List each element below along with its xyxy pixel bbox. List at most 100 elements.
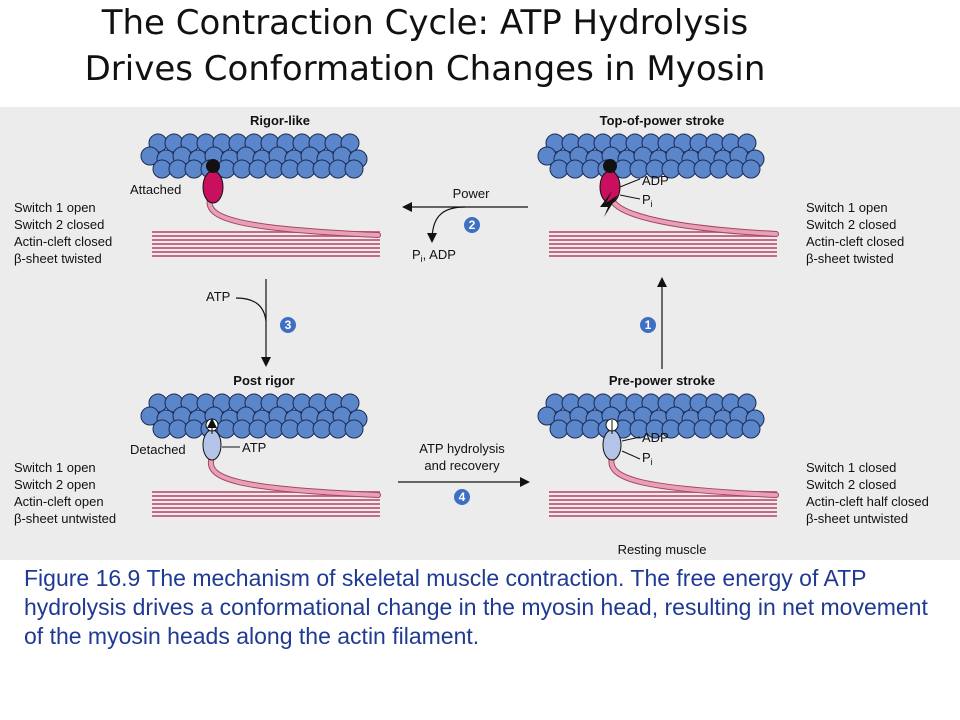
actin-monomer [549, 159, 569, 179]
label-attached: Attached [130, 182, 181, 197]
actin-monomer [168, 159, 188, 179]
actin-monomer [581, 419, 601, 439]
actin-monomer [248, 419, 268, 439]
label-pi-top: Pi [642, 192, 653, 209]
actin-monomer [549, 419, 569, 439]
actin-monomer [344, 159, 364, 179]
myosin-head-post-rigor [202, 429, 222, 461]
label-resting-muscle: Resting muscle [618, 542, 707, 557]
myosin-top-of-power-stroke [599, 159, 779, 237]
thick-filament-strand [152, 243, 380, 245]
step-badge-1: 1 [640, 317, 656, 333]
actin-monomer [725, 419, 745, 439]
actin-monomer [152, 419, 172, 439]
lever-arm-top-of-power-stroke [610, 197, 778, 236]
switch-list-rigor-like: Switch 1 open Switch 2 closed Actin-clef… [14, 200, 112, 266]
svg-text:Switch 1 open: Switch 1 open [14, 460, 96, 475]
myosin-pre-power-stroke [602, 418, 779, 498]
svg-text:Switch 2 closed: Switch 2 closed [14, 217, 104, 232]
thick-filament-strand [152, 495, 380, 497]
thick-filament-strand [549, 499, 777, 501]
svg-text:Switch 1 open: Switch 1 open [806, 200, 888, 215]
actin-monomer [184, 159, 204, 179]
label-pi-pre: Pi [642, 450, 653, 467]
thick-filament-strand [549, 495, 777, 497]
actin-monomer [232, 159, 252, 179]
actin-monomer [264, 159, 284, 179]
binding-site-rigor-like [206, 159, 220, 173]
atp-binding-arrow [235, 279, 271, 367]
actin-monomer [741, 419, 761, 439]
label-detached: Detached [130, 442, 186, 457]
actin-monomer [216, 419, 236, 439]
switch-list-top-of-power-stroke: Switch 1 open Switch 2 closed Actin-clef… [806, 200, 904, 266]
svg-text:Switch 2 open: Switch 2 open [14, 477, 96, 492]
thick-filament-pre-power-stroke [549, 491, 777, 517]
thick-filament-strand [549, 507, 777, 509]
thick-filament-strand [152, 507, 380, 509]
actin-monomer [709, 159, 729, 179]
actin-monomer [581, 159, 601, 179]
thick-filament-strand [152, 247, 380, 249]
actin-filament-pre-power-stroke [537, 393, 765, 439]
label-adp-pre: ADP [642, 430, 669, 445]
thick-filament-strand [549, 247, 777, 249]
svg-text:Actin-cleft open: Actin-cleft open [14, 494, 104, 509]
thick-filament-strand [152, 491, 380, 493]
slide-title-line-1: The Contraction Cycle: ATP Hydrolysis [101, 3, 749, 43]
thick-filament-strand [152, 239, 380, 241]
thick-filament-strand [152, 503, 380, 505]
thick-filament-strand [152, 515, 380, 517]
thick-filament-rigor-like [152, 231, 380, 257]
binding-site-top-of-power-stroke [603, 159, 617, 173]
svg-text:Switch 2 closed: Switch 2 closed [806, 217, 896, 232]
thick-filament-strand [152, 255, 380, 257]
thick-filament-strand [549, 235, 777, 237]
actin-monomer [296, 419, 316, 439]
actin-monomer [677, 419, 697, 439]
actin-monomer [184, 419, 204, 439]
svg-text:Switch 1 closed: Switch 1 closed [806, 460, 896, 475]
svg-text:3: 3 [285, 318, 292, 332]
label-power: Power [453, 186, 491, 201]
actin-filament-post-rigor [140, 393, 368, 439]
thick-filament-strand [152, 499, 380, 501]
actin-monomer [741, 159, 761, 179]
step-badge-3: 3 [280, 317, 296, 333]
svg-text:β-sheet twisted: β-sheet twisted [14, 251, 102, 266]
actin-monomer [565, 419, 585, 439]
actin-monomer [248, 159, 268, 179]
thick-filament-strand [549, 255, 777, 257]
actin-monomer [296, 159, 316, 179]
actin-monomer [264, 419, 284, 439]
thick-filament-strand [152, 251, 380, 253]
label-pi-adp-release: Pi, ADP [412, 247, 456, 264]
label-atp-hydrolysis: ATP hydrolysis [419, 441, 505, 456]
actin-monomer [565, 159, 585, 179]
actin-monomer [725, 159, 745, 179]
step-badge-4: 4 [454, 489, 470, 505]
heading-rigor-like: Rigor-like [250, 113, 310, 128]
actin-monomer [232, 419, 252, 439]
actin-monomer [693, 159, 713, 179]
actin-monomer [168, 419, 188, 439]
lever-arm-pre-power-stroke [609, 455, 778, 497]
actin-monomer [693, 419, 713, 439]
svg-text:Actin-cleft closed: Actin-cleft closed [806, 234, 904, 249]
figure-panel: Rigor-like Top-of-power stroke Post rigo… [0, 107, 960, 560]
label-atp-step: ATP [206, 289, 230, 304]
actin-filament-top-of-power-stroke [537, 133, 765, 179]
thick-filament-strand [549, 239, 777, 241]
actin-filament-rigor-like [140, 133, 368, 179]
actin-monomer [280, 419, 300, 439]
myosin-rigor-like [202, 159, 381, 238]
figure-caption: Figure 16.9 The mechanism of skeletal mu… [24, 565, 928, 649]
svg-text:β-sheet untwisted: β-sheet untwisted [14, 511, 116, 526]
switch-list-pre-power-stroke: Switch 1 closed Switch 2 closed Actin-cl… [806, 460, 929, 526]
heading-pre-power-stroke: Pre-power stroke [609, 373, 715, 388]
pi-release-spark-icon [600, 191, 618, 217]
slide-title-line-2: Drives Conformation Changes in Myosin [84, 49, 766, 89]
thick-filament-strand [549, 503, 777, 505]
actin-monomer [152, 159, 172, 179]
svg-text:Switch 2 closed: Switch 2 closed [806, 477, 896, 492]
